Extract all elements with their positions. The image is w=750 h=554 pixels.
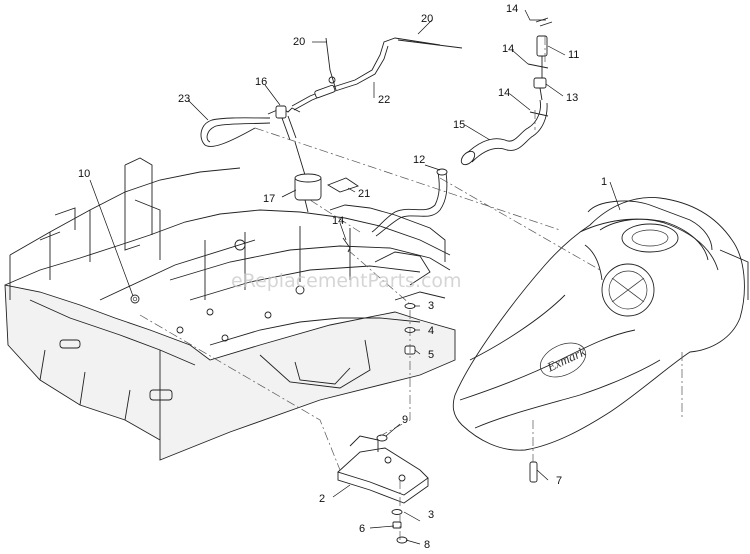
callout-labels: 1 2 3 3 4 5 6 7 8 9 10 11 12 13 14 14 14… xyxy=(78,3,607,551)
callout-14-top: 14 xyxy=(506,3,518,15)
grommet xyxy=(376,434,388,442)
leader-lines xyxy=(89,9,621,545)
callout-23: 23 xyxy=(178,93,190,105)
callout-20-right: 20 xyxy=(421,13,433,25)
fuel-lines xyxy=(200,17,553,253)
callout-15: 15 xyxy=(453,119,465,131)
callout-7: 7 xyxy=(556,475,562,487)
callout-16: 16 xyxy=(255,76,267,88)
callout-11: 11 xyxy=(568,49,579,61)
callout-9: 9 xyxy=(402,414,408,426)
fuel-tank: Exmark xyxy=(452,197,749,451)
watermark: eReplacementParts.com xyxy=(231,270,462,292)
tank-pin xyxy=(529,461,538,483)
callout-3-upper: 3 xyxy=(428,300,434,312)
alignment-lines xyxy=(139,36,683,540)
mower-frame xyxy=(4,157,456,461)
callout-12: 12 xyxy=(413,154,425,166)
callout-10: 10 xyxy=(78,168,90,180)
callout-4: 4 xyxy=(428,325,434,337)
callout-5: 5 xyxy=(428,349,434,361)
callout-17: 17 xyxy=(263,193,275,205)
callout-13: 13 xyxy=(566,92,578,104)
callout-6: 6 xyxy=(359,523,365,535)
callout-20-left: 20 xyxy=(293,36,305,48)
callout-3-lower: 3 xyxy=(428,509,434,521)
tank-mount-bracket xyxy=(337,435,429,544)
callout-21: 21 xyxy=(358,188,370,200)
callout-14-lower: 14 xyxy=(498,87,510,99)
callout-14-frame: 14 xyxy=(332,215,344,227)
callout-14-mid: 14 xyxy=(502,43,514,55)
callout-22: 22 xyxy=(378,94,390,106)
callout-1: 1 xyxy=(601,176,607,188)
callout-2: 2 xyxy=(319,493,325,505)
callout-8: 8 xyxy=(424,539,430,551)
